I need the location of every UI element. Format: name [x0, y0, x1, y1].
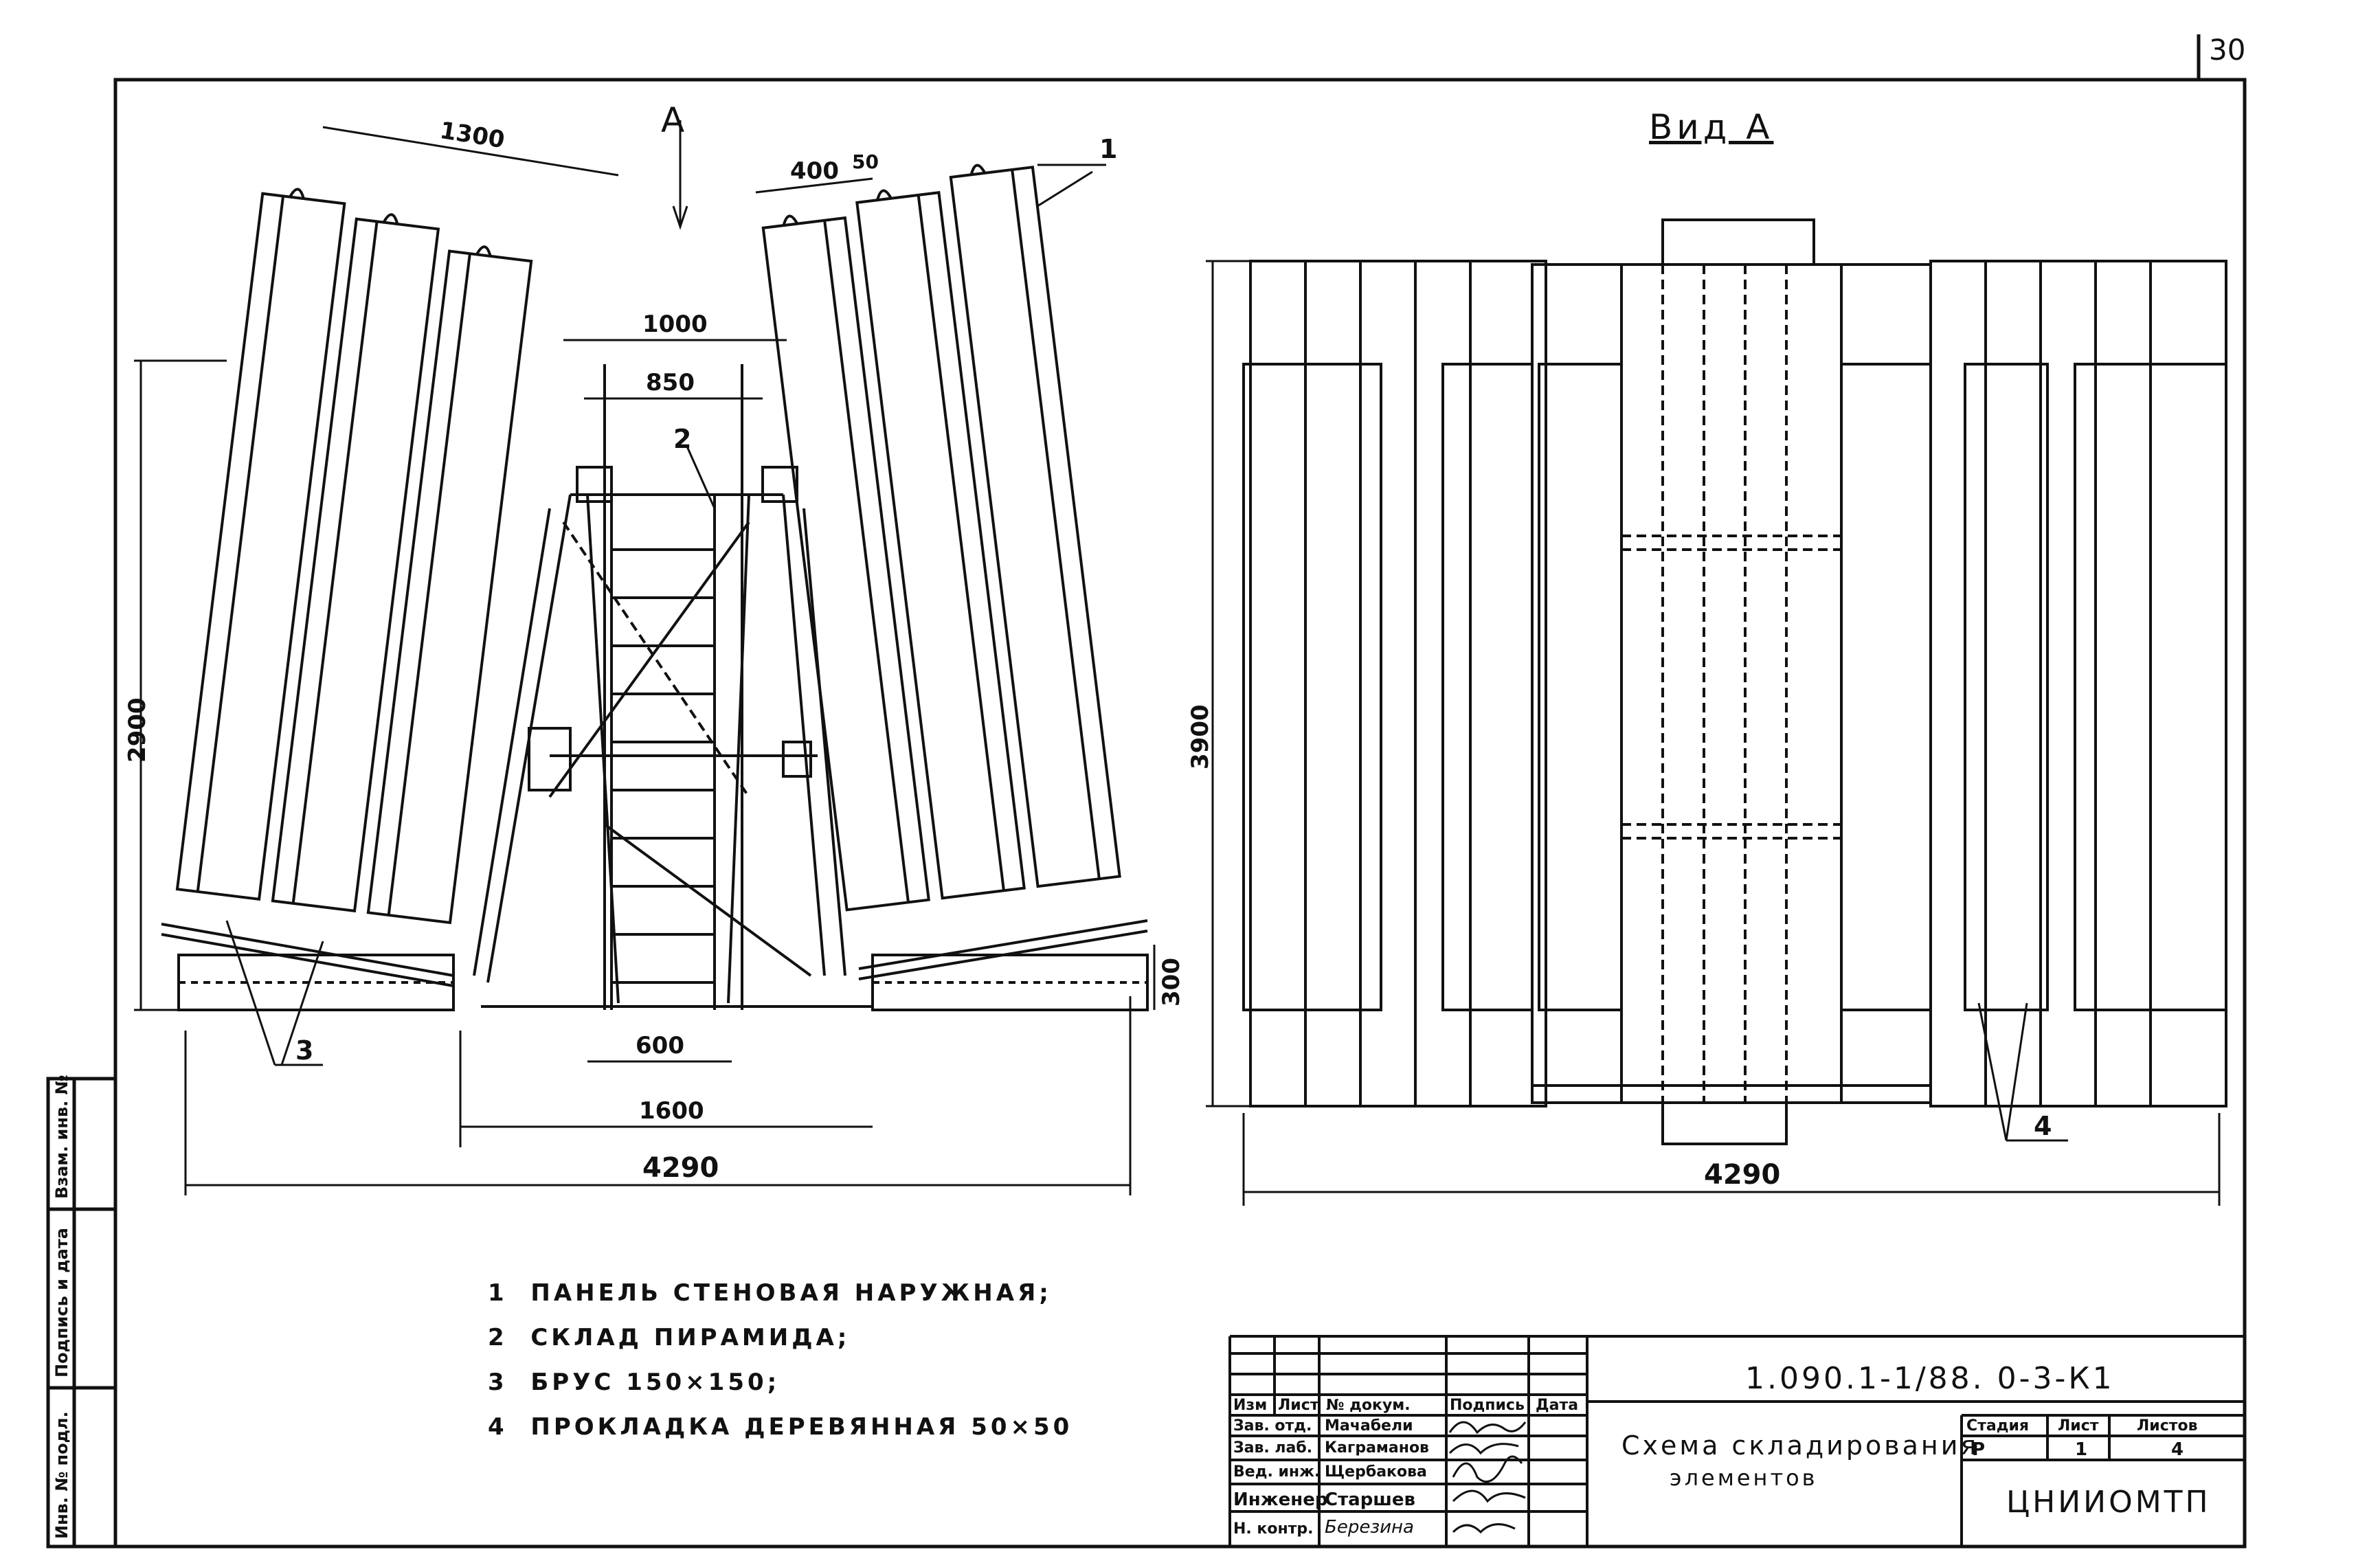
dim-4290-left: 4290: [642, 1152, 719, 1184]
row-role: Инженер: [1233, 1489, 1328, 1510]
title-block-grid: [1230, 1336, 2245, 1547]
dim-3900: 3900: [1187, 704, 1214, 769]
legend-item-3: 3 БРУС 150×150;: [488, 1371, 780, 1394]
row-name: Березина: [1325, 1517, 1414, 1538]
row-role: Н. контр.: [1233, 1520, 1314, 1538]
view-a-title: Вид А: [1649, 107, 1774, 147]
header-podpis: Подпись: [1450, 1397, 1525, 1414]
dim-1000: 1000: [642, 311, 708, 338]
stage-header-stadia: Стадия: [1966, 1417, 2030, 1435]
row-name: Старшев: [1325, 1489, 1416, 1510]
row-role: Вед. инж.: [1233, 1463, 1321, 1481]
header-list: Лист: [1278, 1397, 1319, 1414]
legend-num: 2: [488, 1324, 508, 1351]
legend-num: 4: [488, 1413, 508, 1441]
dim-400: 400: [790, 157, 839, 185]
header-izm: Изм: [1233, 1397, 1268, 1414]
sidebar-podpis: Подпись и дата: [52, 1228, 71, 1378]
row-name: Щербакова: [1325, 1463, 1427, 1481]
legend-text: СКЛАД ПИРАМИДА;: [530, 1324, 851, 1351]
dimension-lines-left: [134, 120, 1154, 1195]
legend-item-4: 4 ПРОКЛАДКА ДЕРЕВЯННАЯ 50×50: [488, 1415, 1073, 1439]
legend-item-1: 1 ПАНЕЛЬ СТЕНОВАЯ НАРУЖНАЯ;: [488, 1281, 1052, 1305]
document-code: 1.090.1-1/88. 0-3-К1: [1745, 1361, 2115, 1396]
legend-text: ПАНЕЛЬ СТЕНОВАЯ НАРУЖНАЯ;: [530, 1279, 1052, 1307]
signatures: [1450, 1422, 1525, 1532]
callout-3: 3: [295, 1035, 314, 1066]
row-role: Зав. отд.: [1233, 1417, 1312, 1435]
dim-600: 600: [636, 1032, 684, 1059]
header-data: Дата: [1536, 1397, 1579, 1414]
left-panel-group: [177, 185, 537, 923]
legend-item-2: 2 СКЛАД ПИРАМИДА;: [488, 1326, 850, 1349]
stage-value-listov: 4: [2171, 1439, 2184, 1460]
dim-50: 50: [852, 150, 879, 173]
dimension-lines-right: [1206, 261, 2219, 1206]
dim-4290-right: 4290: [1704, 1159, 1781, 1191]
callout-4: 4: [2034, 1111, 2052, 1141]
view-arrow-label: А: [661, 100, 689, 140]
row-name: Каграманов: [1325, 1439, 1429, 1457]
ladder: [611, 495, 715, 1010]
legend-text: БРУС 150×150;: [530, 1369, 781, 1396]
stage-value-list: 1: [2075, 1439, 2088, 1460]
pyramid-rack: [474, 364, 873, 1010]
dim-1600: 1600: [639, 1097, 704, 1125]
dim-850: 850: [646, 369, 695, 396]
sidebar-vzam: Взам. инв. №: [52, 1075, 71, 1199]
callout-leaders: [227, 165, 1106, 1065]
sheet-number: 30: [2209, 33, 2246, 67]
row-role: Зав. лаб.: [1233, 1439, 1313, 1457]
header-n-dokum: № докум.: [1326, 1397, 1411, 1414]
drawing-title-line1: Схема складирования: [1621, 1430, 1979, 1461]
sidebar-inv-podl: Инв. № подл.: [52, 1411, 71, 1539]
callout-1: 1: [1099, 134, 1118, 164]
ground-beams-left: [161, 921, 1147, 1010]
stage-value-stadia: Р: [1972, 1439, 1986, 1460]
view-a-outline: [1244, 220, 2226, 1144]
right-panel-group: [759, 159, 1119, 910]
row-name: Мачабели: [1325, 1417, 1413, 1435]
dim-300: 300: [1158, 958, 1185, 1007]
stage-header-listov: Листов: [2137, 1417, 2198, 1435]
sheet-frame: [48, 34, 2245, 1547]
drawing-title-line2: элементов: [1670, 1465, 1818, 1491]
dim-2900: 2900: [124, 697, 151, 763]
legend-num: 3: [488, 1369, 508, 1396]
callout-2: 2: [673, 424, 692, 454]
legend-text: ПРОКЛАДКА ДЕРЕВЯННАЯ 50×50: [530, 1413, 1073, 1441]
organization: ЦНИИОМТП: [2006, 1485, 2211, 1520]
legend-num: 1: [488, 1279, 508, 1307]
stage-header-list: Лист: [2058, 1417, 2099, 1435]
